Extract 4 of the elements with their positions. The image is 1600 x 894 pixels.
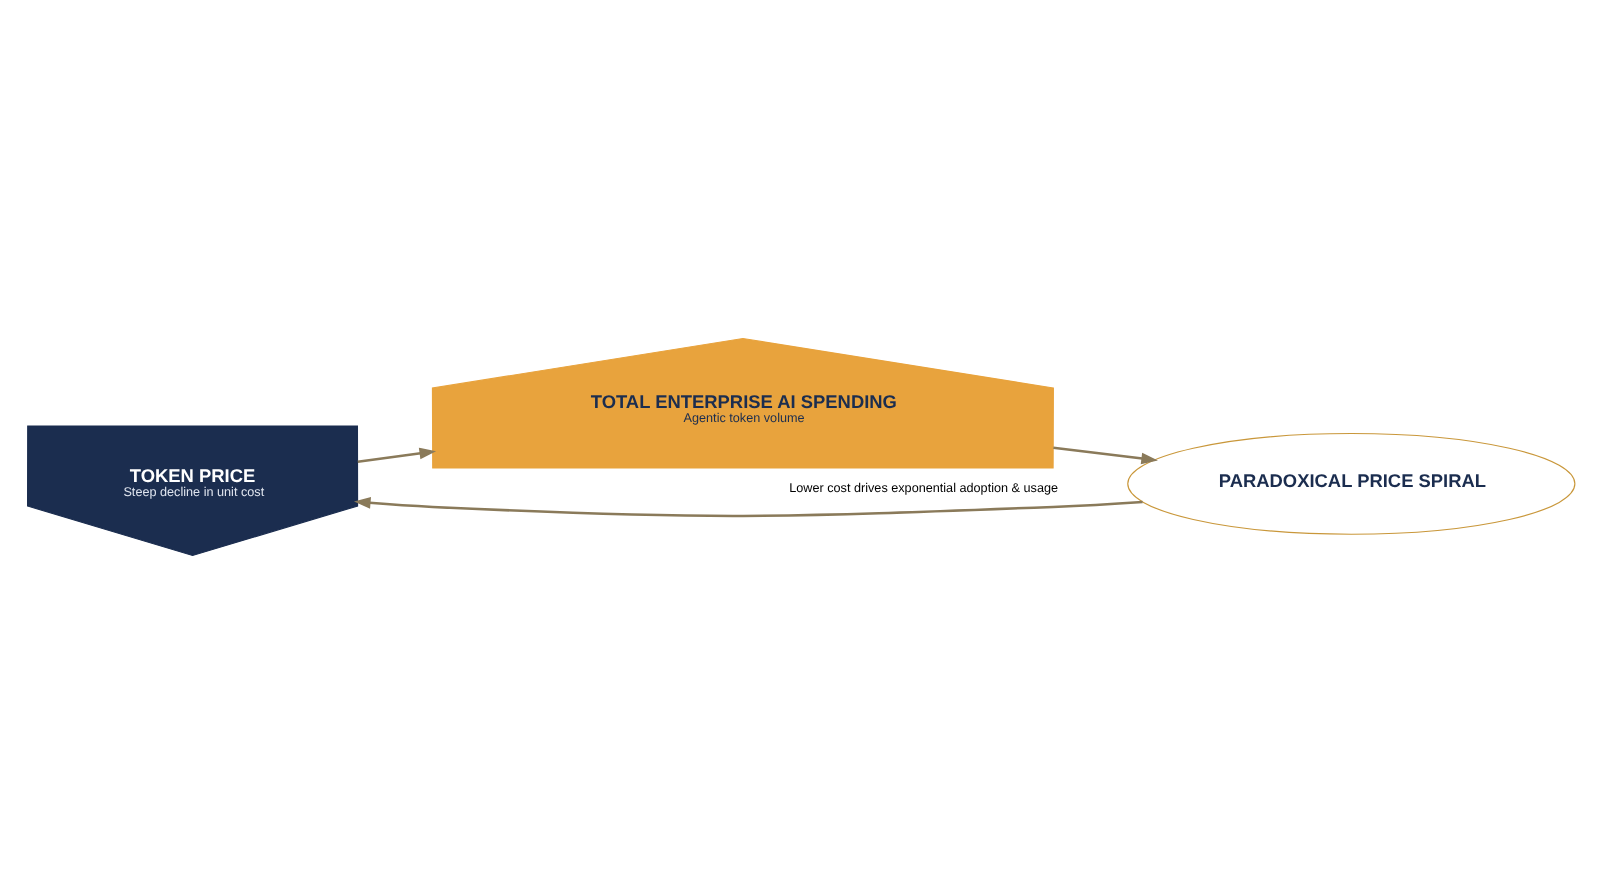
arrow xyxy=(352,497,1142,518)
arrow xyxy=(356,447,436,464)
arrow xyxy=(1052,446,1157,465)
node-ellipse: PARADOXICAL PRICE SPIRAL xyxy=(1126,432,1575,535)
